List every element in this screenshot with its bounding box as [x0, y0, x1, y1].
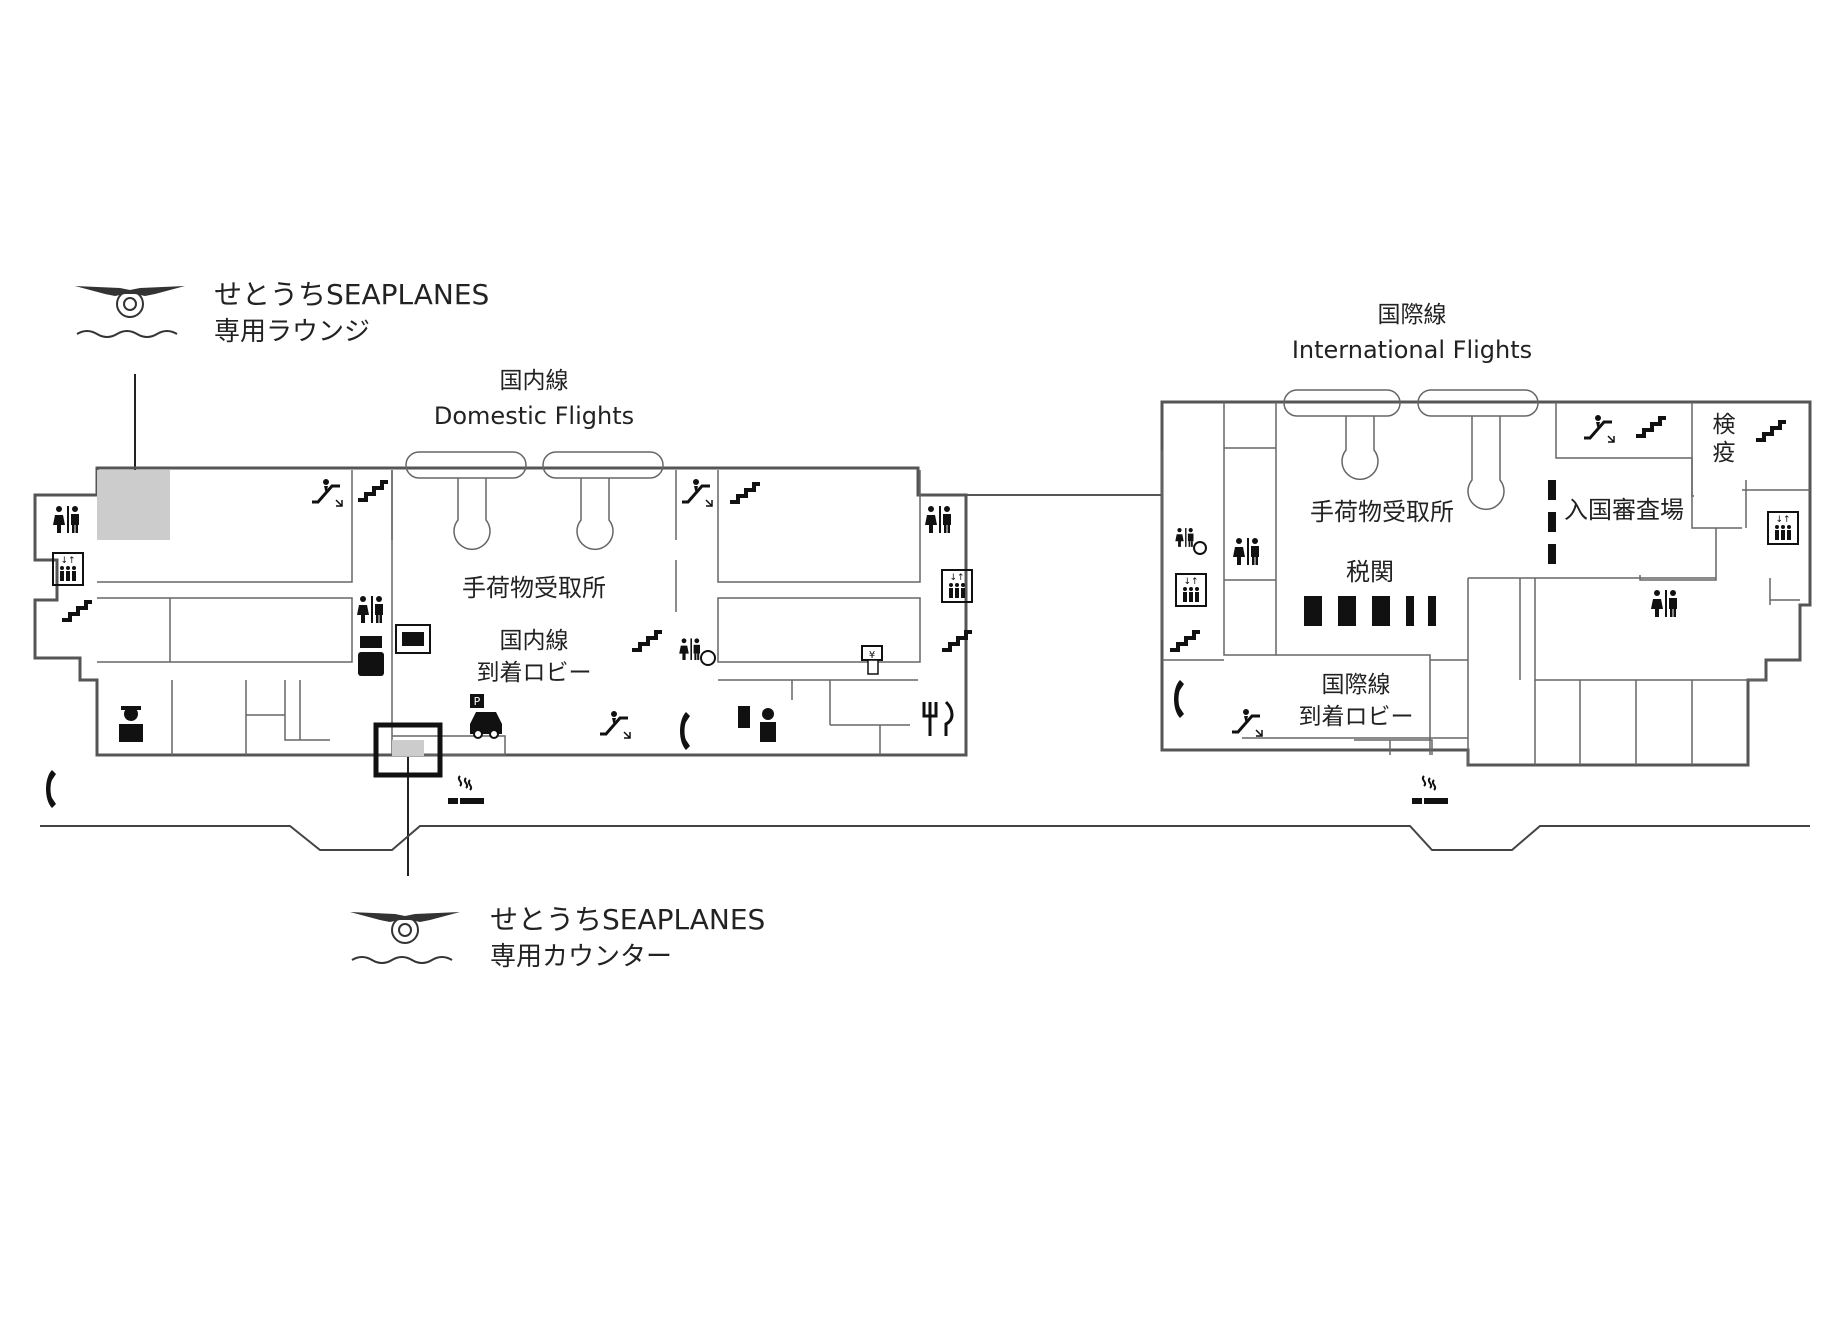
counter-brand: せとうちSEAPLANES	[490, 903, 765, 936]
immigration-label: 入国審査場	[1564, 496, 1684, 524]
restroom-icon	[357, 596, 383, 623]
stairs-icon	[1754, 420, 1788, 442]
plane-logo-icon	[74, 285, 186, 338]
stairs-icon	[1168, 630, 1202, 652]
international-lobby-line1: 国際線	[1322, 672, 1391, 698]
stairs-icon	[356, 480, 390, 502]
stairs-icon	[60, 600, 94, 622]
stairs-icon	[630, 630, 664, 652]
locker-icon	[395, 624, 431, 654]
customs-label: 税関	[1346, 558, 1394, 586]
atm-icon: ¥	[861, 645, 883, 675]
delivery-icon	[358, 636, 384, 676]
immigration-barrier	[1548, 480, 1556, 564]
international-baggage-claim: 手荷物受取所	[1310, 498, 1454, 526]
restroom-icon	[1651, 590, 1677, 617]
carousel	[405, 451, 527, 550]
plane-logo-icon	[349, 911, 461, 964]
escalator-icon	[310, 477, 344, 508]
domestic-terminal: P ¥	[33, 451, 974, 808]
counter-callout	[349, 757, 461, 964]
escalator-icon	[598, 709, 632, 740]
quarantine-label-2: 疫	[1713, 440, 1736, 466]
international-flights-en: International Flights	[1292, 336, 1532, 364]
smoking-icon	[1411, 775, 1449, 805]
phone-icon	[46, 770, 56, 808]
carousel	[542, 451, 664, 550]
info-icon	[738, 706, 776, 742]
parking-icon: P	[470, 694, 502, 739]
lounge-highlight	[97, 470, 170, 540]
domestic-flights-en: Domestic Flights	[434, 402, 634, 430]
escalator-icon	[1230, 707, 1264, 738]
accessible-restroom-icon	[679, 638, 716, 666]
carousel	[1283, 389, 1401, 480]
svg-text:P: P	[474, 695, 481, 708]
domestic-flights-jp: 国内線	[500, 368, 569, 394]
curb-line	[40, 825, 1810, 851]
counter-desc: 専用カウンター	[490, 942, 672, 972]
lounge-brand: せとうちSEAPLANES	[214, 278, 489, 311]
accessible-restroom-icon	[1175, 528, 1207, 555]
police-icon	[119, 706, 143, 742]
lounge-desc: 専用ラウンジ	[214, 317, 370, 347]
restroom-icon	[53, 506, 79, 533]
domestic-baggage-claim: 手荷物受取所	[462, 574, 606, 602]
restroom-icon	[1233, 538, 1259, 565]
stairs-icon	[1634, 416, 1668, 438]
counter-highlight	[373, 722, 443, 778]
domestic-lobby-line1: 国内線	[500, 628, 569, 654]
international-terminal	[1160, 389, 1812, 805]
phone-icon	[680, 712, 690, 750]
domestic-lobby-line2: 到着ロビー	[477, 660, 592, 686]
elevator-icon	[1767, 511, 1799, 545]
international-flights-jp: 国際線	[1378, 302, 1447, 328]
escalator-icon	[1582, 413, 1616, 444]
quarantine-label-1: 検	[1713, 412, 1736, 438]
carousel	[1417, 389, 1539, 510]
stairs-icon	[728, 482, 762, 504]
phone-icon	[1174, 680, 1184, 718]
escalator-icon	[680, 477, 714, 508]
restaurant-icon	[922, 700, 954, 736]
customs-counters	[1304, 596, 1436, 626]
international-lobby-line2: 到着ロビー	[1299, 704, 1414, 730]
smoking-icon	[447, 775, 485, 805]
svg-text:¥: ¥	[869, 650, 875, 661]
restroom-icon	[925, 506, 951, 533]
elevator-icon	[1175, 573, 1207, 607]
